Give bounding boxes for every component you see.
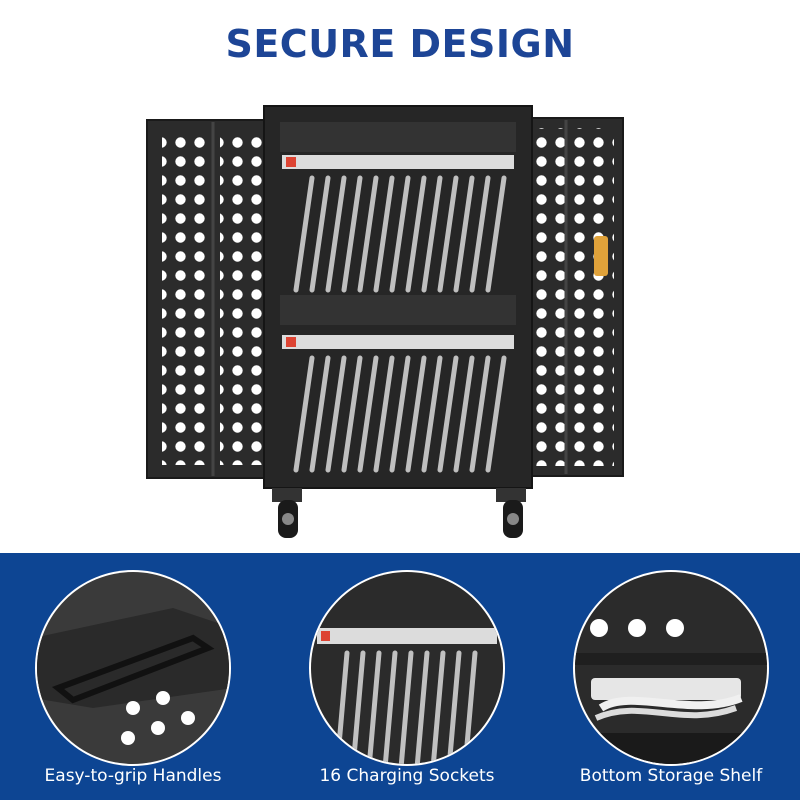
feature-label-sockets: 16 Charging Sockets <box>319 766 495 786</box>
charging-cabinet-image <box>146 105 624 538</box>
feature-handles <box>33 568 233 768</box>
right-door <box>524 117 624 477</box>
headline: SECURE DESIGN <box>225 22 575 66</box>
left-door <box>146 119 276 479</box>
feature-label-handles: Easy-to-grip Handles <box>44 766 222 786</box>
feature-storage-shelf <box>571 568 771 768</box>
feature-label-storage-shelf: Bottom Storage Shelf <box>579 766 763 786</box>
storage-shelf-closeup-icon <box>573 570 769 766</box>
cabinet-body <box>263 105 533 489</box>
handle-closeup-icon <box>35 570 231 766</box>
feature-sockets <box>307 568 507 768</box>
lock-icon <box>594 236 608 276</box>
caster-wheels <box>272 488 526 538</box>
charging-sockets-closeup-icon <box>309 570 505 766</box>
